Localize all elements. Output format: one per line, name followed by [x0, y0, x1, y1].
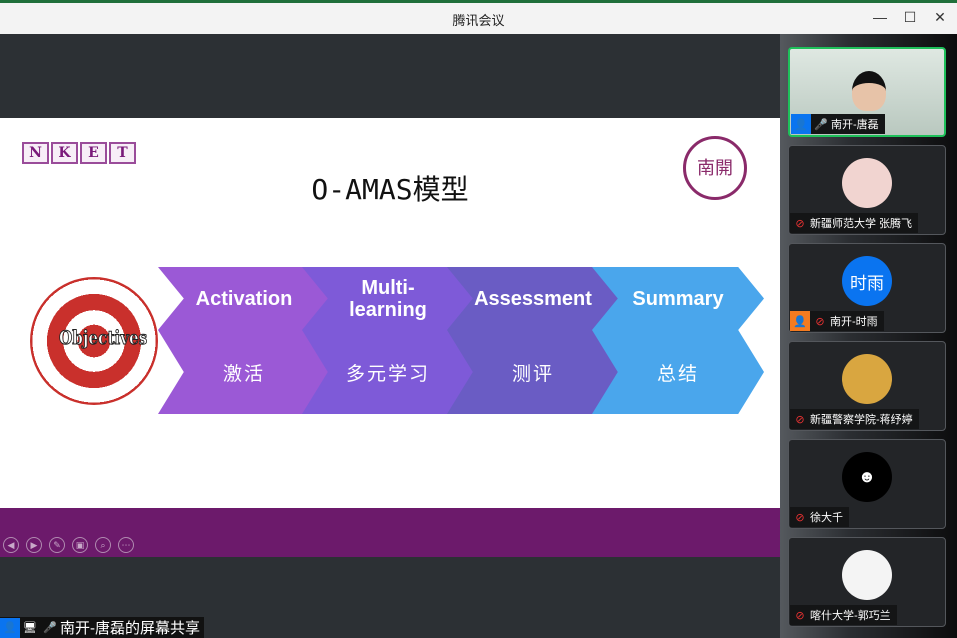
- step-label: 总结: [656, 363, 699, 385]
- presentation-bar: [0, 508, 780, 557]
- share-owner: 南开-唐磊的屏幕共享: [60, 620, 200, 637]
- logo-letter: N: [22, 142, 49, 164]
- logo-letter: E: [80, 142, 107, 164]
- target-label: Objectives: [59, 327, 148, 350]
- target-icon: Objectives: [30, 277, 158, 405]
- participant-name: 徐大千: [810, 512, 843, 524]
- step-chevron-zh: 多元学习: [302, 330, 474, 414]
- participant-name-bar: 👤🎤南开-唐磊: [791, 114, 885, 134]
- step-chevron-en: Summary: [592, 267, 764, 330]
- participant-tile[interactable]: ⊘ 喀什大学-郭巧兰: [788, 537, 946, 627]
- step-chevron-zh: 测评: [447, 330, 619, 414]
- microphone-muted-icon: ⊘: [795, 217, 805, 230]
- participant-avatar: 时雨: [842, 256, 892, 306]
- logo-letter: T: [109, 142, 136, 164]
- participant-name-bar: 👤 ⊘ 南开-时雨: [790, 311, 884, 331]
- participant-name: 南开-时雨: [830, 316, 878, 328]
- step-label: Activation: [195, 287, 293, 310]
- step-label: 多元学习: [345, 363, 430, 385]
- pen-button[interactable]: ✎: [49, 537, 65, 553]
- microphone-muted-icon: ⊘: [815, 315, 825, 328]
- participant-tile[interactable]: ⊘ 新疆警察学院-蒋纾婷: [788, 341, 946, 431]
- user-icon: 👤: [791, 114, 811, 134]
- user-icon: 👤: [0, 617, 20, 638]
- step-label: 激活: [222, 363, 265, 385]
- title-bar: 腾讯会议 — ☐ ✕: [0, 0, 957, 34]
- nket-logo: N K E T: [22, 142, 136, 164]
- microphone-icon: 🎤: [43, 622, 57, 634]
- user-icon: 👤: [790, 311, 810, 331]
- participant-name-bar: ⊘ 徐大千: [790, 507, 849, 527]
- participant-name-bar: ⊘ 新疆警察学院-蒋纾婷: [790, 409, 919, 429]
- participant-name-bar: ⊘ 新疆师范大学 张腾飞: [790, 213, 919, 233]
- participant-name: 南开-唐磊: [831, 119, 879, 131]
- avatar-text: ☻: [858, 467, 876, 486]
- step-chevron-en: Activation: [158, 267, 330, 330]
- avatar-text: 时雨: [850, 273, 884, 293]
- minimize-button[interactable]: —: [873, 9, 887, 25]
- participant-tile[interactable]: ⊘ 新疆师范大学 张腾飞: [788, 145, 946, 235]
- step-chevron-en: Assessment: [447, 267, 619, 330]
- video-feed: [852, 71, 886, 111]
- maximize-button[interactable]: ☐: [903, 9, 917, 25]
- close-button[interactable]: ✕: [934, 9, 946, 25]
- participant-avatar: ☻: [842, 452, 892, 502]
- microphone-muted-icon: ⊘: [795, 609, 805, 622]
- step-label: Summary: [632, 287, 724, 310]
- participant-name-bar: ⊘ 喀什大学-郭巧兰: [790, 605, 897, 625]
- participant-tile[interactable]: 👤🎤南开-唐磊: [788, 47, 946, 137]
- step-chevron-zh: 总结: [592, 330, 764, 414]
- step-chevron-zh: 激活: [158, 330, 330, 414]
- logo-letter: K: [51, 142, 78, 164]
- participant-tile[interactable]: ☻ ⊘ 徐大千: [788, 439, 946, 529]
- participant-name: 新疆师范大学 张腾飞: [810, 218, 913, 230]
- slide-title: O-AMAS模型: [311, 173, 469, 206]
- participant-avatar: [842, 354, 892, 404]
- participant-avatar: [842, 550, 892, 600]
- screen-share-label: 👤 🖥 🎤 南开-唐磊的屏幕共享: [0, 617, 204, 638]
- microphone-muted-icon: ⊘: [795, 413, 805, 426]
- participant-tile[interactable]: 时雨 👤 ⊘ 南开-时雨: [788, 243, 946, 333]
- participant-avatar: [842, 158, 892, 208]
- window-title: 腾讯会议: [452, 13, 505, 28]
- step-label: 测评: [511, 363, 554, 385]
- microphone-icon: 🎤: [814, 118, 828, 131]
- thumbnails-button[interactable]: ▣: [72, 537, 88, 553]
- microphone-muted-icon: ⊘: [795, 511, 805, 524]
- more-button[interactable]: ⋯: [118, 537, 134, 553]
- step-label: Assessment: [474, 287, 592, 310]
- nankai-seal-logo: 南開: [683, 136, 747, 200]
- zoom-button[interactable]: ⌕: [95, 537, 111, 553]
- screen-share-icon: 🖥: [23, 622, 37, 634]
- participant-name: 喀什大学-郭巧兰: [810, 610, 891, 622]
- participant-name: 新疆警察学院-蒋纾婷: [810, 414, 913, 426]
- step-label: Multi- learning: [349, 276, 427, 321]
- prev-slide-button[interactable]: ◀: [3, 537, 19, 553]
- step-chevron-en: Multi- learning: [302, 267, 474, 330]
- next-slide-button[interactable]: ▶: [26, 537, 42, 553]
